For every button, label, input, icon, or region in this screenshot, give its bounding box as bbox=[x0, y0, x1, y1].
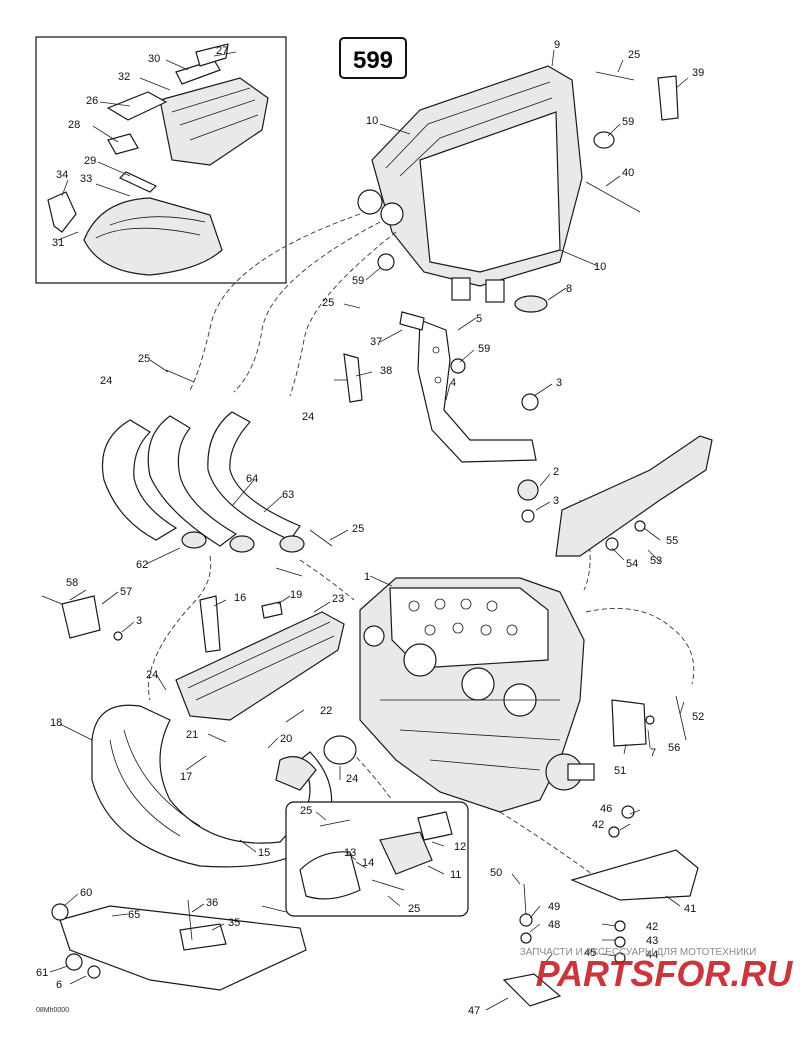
callout-20: 20 bbox=[280, 733, 292, 745]
callout-22: 22 bbox=[320, 705, 332, 717]
callout-37: 37 bbox=[370, 336, 382, 348]
callout-3: 3 bbox=[136, 615, 142, 627]
callout-49: 49 bbox=[548, 901, 560, 913]
coupler-detail-box bbox=[285, 801, 469, 917]
callout-32: 32 bbox=[118, 71, 130, 83]
callout-19: 19 bbox=[290, 589, 302, 601]
callout-24: 24 bbox=[302, 411, 314, 423]
callout-42: 42 bbox=[592, 819, 604, 831]
callout-62: 62 bbox=[136, 559, 148, 571]
manifold-heat-shield bbox=[175, 595, 345, 721]
callout-39: 39 bbox=[692, 67, 704, 79]
callout-47: 47 bbox=[468, 1005, 480, 1017]
callout-56: 56 bbox=[668, 742, 680, 754]
callout-46: 46 bbox=[600, 803, 612, 815]
expansion-chamber bbox=[91, 704, 357, 868]
page-number-box: 599 bbox=[339, 37, 407, 79]
callout-25: 25 bbox=[300, 805, 312, 817]
callout-52: 52 bbox=[692, 711, 704, 723]
callout-1: 1 bbox=[364, 571, 370, 583]
callout-8: 8 bbox=[566, 283, 572, 295]
callout-17: 17 bbox=[180, 771, 192, 783]
callout-10: 10 bbox=[594, 261, 606, 273]
callout-40: 40 bbox=[622, 167, 634, 179]
callout-2: 2 bbox=[553, 466, 559, 478]
callout-25: 25 bbox=[628, 49, 640, 61]
routing-dashed-lines bbox=[148, 213, 695, 881]
watermark: ЗАПЧАСТИ И АКСЕССУАРЫ ДЛЯ МОТОТЕХНИКИ PA… bbox=[520, 947, 794, 994]
callout-63: 63 bbox=[282, 489, 294, 501]
callout-41: 41 bbox=[684, 903, 696, 915]
callout-12: 12 bbox=[454, 841, 466, 853]
callout-5: 5 bbox=[476, 313, 482, 325]
callout-28: 28 bbox=[68, 119, 80, 131]
callout-25: 25 bbox=[138, 353, 150, 365]
callout-31: 31 bbox=[52, 237, 64, 249]
callout-61: 61 bbox=[36, 967, 48, 979]
callout-25: 25 bbox=[352, 523, 364, 535]
callout-60: 60 bbox=[80, 887, 92, 899]
tuned-pipes bbox=[101, 369, 333, 577]
callout-44: 44 bbox=[646, 949, 658, 961]
muffler-assembly bbox=[357, 65, 679, 313]
callout-51: 51 bbox=[614, 765, 626, 777]
callout-6: 6 bbox=[56, 979, 62, 991]
callout-25: 25 bbox=[408, 903, 420, 915]
callout-35: 35 bbox=[228, 917, 240, 929]
callout-labels: 9 25 39 10 59 40 10 8 59 5 37 59 25 38 4… bbox=[36, 39, 704, 1017]
callout-16: 16 bbox=[234, 592, 246, 604]
hardware-fasteners bbox=[41, 311, 687, 964]
callout-24: 24 bbox=[100, 375, 112, 387]
callout-30: 30 bbox=[148, 53, 160, 65]
page-number: 599 bbox=[353, 47, 393, 74]
callout-50: 50 bbox=[490, 867, 502, 879]
callout-58: 58 bbox=[66, 577, 78, 589]
callout-34: 34 bbox=[56, 169, 68, 181]
callout-10: 10 bbox=[366, 115, 378, 127]
callout-21: 21 bbox=[186, 729, 198, 741]
callout-53: 53 bbox=[650, 555, 662, 567]
callout-55: 55 bbox=[666, 535, 678, 547]
callout-leader-lines bbox=[49, 49, 689, 1011]
callout-42: 42 bbox=[646, 921, 658, 933]
callout-65: 65 bbox=[128, 909, 140, 921]
callout-33: 33 bbox=[80, 173, 92, 185]
watermark-small-text: ЗАПЧАСТИ И АКСЕССУАРЫ ДЛЯ МОТОТЕХНИКИ bbox=[520, 947, 757, 958]
callout-59: 59 bbox=[622, 116, 634, 128]
inset-heat-shield-box bbox=[35, 36, 287, 284]
callout-7: 7 bbox=[650, 747, 656, 759]
callout-9: 9 bbox=[554, 39, 560, 51]
callout-25: 25 bbox=[322, 297, 334, 309]
callout-18: 18 bbox=[50, 717, 62, 729]
callout-29: 29 bbox=[84, 155, 96, 167]
callout-24: 24 bbox=[346, 773, 358, 785]
engine-block bbox=[359, 577, 595, 813]
callout-13: 13 bbox=[344, 847, 356, 859]
callout-57: 57 bbox=[120, 586, 132, 598]
callout-64: 64 bbox=[246, 473, 258, 485]
callout-45: 45 bbox=[584, 947, 596, 959]
callout-48: 48 bbox=[548, 919, 560, 931]
callout-4: 4 bbox=[450, 377, 456, 389]
callout-15: 15 bbox=[258, 847, 270, 859]
skid-plate bbox=[51, 903, 307, 991]
callout-3: 3 bbox=[556, 377, 562, 389]
callout-43: 43 bbox=[646, 935, 658, 947]
callout-24: 24 bbox=[146, 669, 158, 681]
callout-3: 3 bbox=[553, 495, 559, 507]
callout-54: 54 bbox=[626, 558, 638, 570]
callout-26: 26 bbox=[86, 95, 98, 107]
callout-14: 14 bbox=[362, 857, 374, 869]
callout-27: 27 bbox=[216, 45, 228, 57]
watermark-logo: PARTSFOR.RU bbox=[536, 953, 794, 994]
callout-59: 59 bbox=[352, 275, 364, 287]
drawing-code: 08Mh0000 bbox=[36, 1007, 69, 1014]
callout-38: 38 bbox=[380, 365, 392, 377]
callout-36: 36 bbox=[206, 897, 218, 909]
callout-23: 23 bbox=[332, 593, 344, 605]
engine-brackets bbox=[417, 319, 713, 1007]
callout-11: 11 bbox=[450, 869, 461, 881]
callout-59: 59 bbox=[478, 343, 490, 355]
